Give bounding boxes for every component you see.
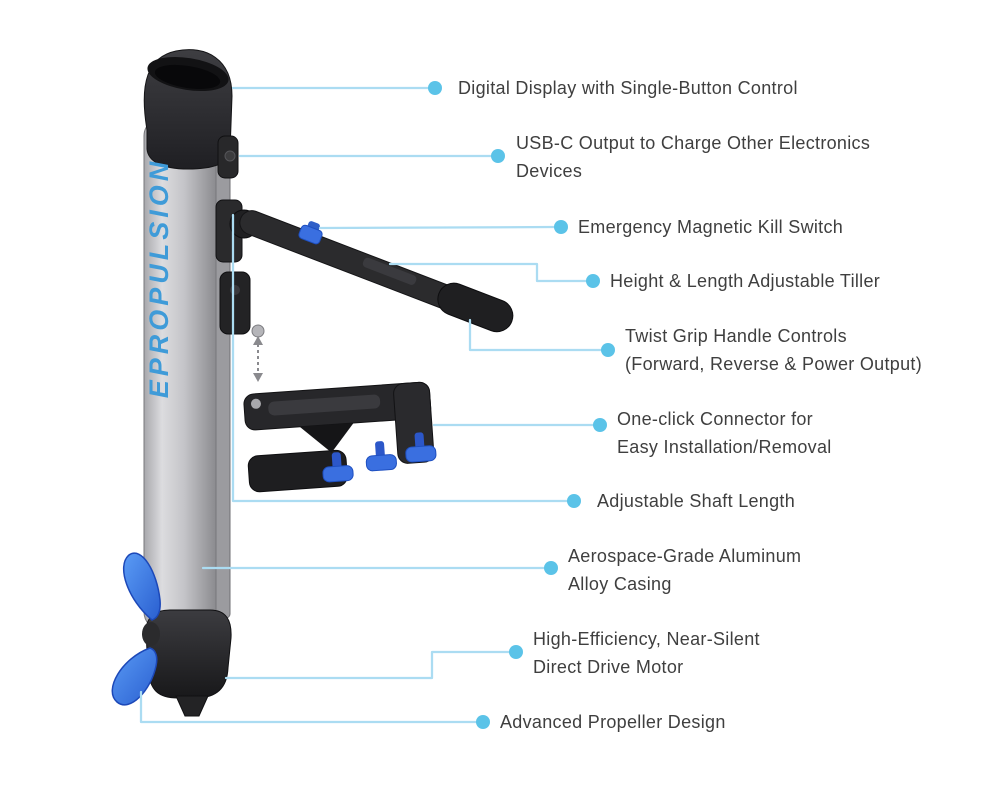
leader-propeller	[139, 690, 478, 724]
tiller-arm	[239, 210, 514, 333]
callout-dot-twist-grip	[601, 343, 615, 357]
callout-dot-digital-display	[428, 81, 442, 95]
kill-switch-knob	[298, 221, 323, 245]
propeller-part	[111, 552, 161, 706]
callout-line: Twist Grip Handle Controls	[625, 326, 847, 346]
callout-dot-kill-switch	[554, 220, 568, 234]
callout-line: High-Efficiency, Near-Silent	[533, 629, 760, 649]
callout-label-shaft-length: Adjustable Shaft Length	[597, 487, 795, 515]
one-click-connector-part	[219, 271, 265, 338]
callout-line: Adjustable Shaft Length	[597, 491, 796, 511]
motor-pod	[145, 609, 232, 717]
callout-dot-aluminum-casing	[544, 561, 558, 575]
callout-line: USB-C Output to Charge Other Electronics	[516, 133, 871, 153]
leader-shaft-length	[231, 213, 569, 503]
callout-label-aluminum-casing: Aerospace-Grade Aluminum Alloy Casing	[568, 542, 801, 598]
callout-dot-one-click-connector	[593, 418, 607, 432]
callout-line: Height & Length Adjustable Tiller	[610, 271, 881, 291]
motor-shaft	[143, 117, 231, 631]
callout-dot-usb-c-output	[491, 149, 505, 163]
leader-adjustable-tiller	[388, 262, 588, 283]
clamp-knob-right	[405, 432, 437, 463]
callout-line: Advanced Propeller Design	[500, 712, 726, 732]
clamp-knob-mid	[365, 441, 397, 472]
clamp-knob-left	[322, 452, 354, 483]
callout-label-kill-switch: Emergency Magnetic Kill Switch	[578, 213, 843, 241]
callout-label-digital-display: Digital Display with Single-Button Contr…	[458, 74, 798, 102]
callout-line: (Forward, Reverse & Power Output)	[625, 354, 922, 374]
callout-label-propeller: Advanced Propeller Design	[500, 708, 726, 736]
callout-line: Digital Display with Single-Button Contr…	[458, 78, 798, 98]
motor-head	[143, 49, 233, 170]
callout-line: Devices	[516, 161, 583, 181]
usb-port	[217, 135, 239, 179]
callout-dot-shaft-length	[567, 494, 581, 508]
callout-line: Alloy Casing	[568, 574, 672, 594]
leader-lines	[139, 86, 603, 724]
slide-arrow	[253, 336, 263, 382]
transom-clamp	[243, 381, 437, 493]
callout-dot-propeller	[476, 715, 490, 729]
callout-line: Emergency Magnetic Kill Switch	[578, 217, 844, 237]
callout-line: Easy Installation/Removal	[617, 437, 832, 457]
leader-twist-grip	[468, 318, 603, 352]
callout-label-drive-motor: High-Efficiency, Near-Silent Direct Driv…	[533, 625, 760, 681]
callout-label-usb-c-output: USB-C Output to Charge Other Electronics…	[516, 129, 870, 185]
callout-label-twist-grip: Twist Grip Handle Controls (Forward, Rev…	[625, 322, 922, 378]
callout-line: One-click Connector for	[617, 409, 813, 429]
leader-kill-switch	[318, 225, 556, 230]
callout-dot-adjustable-tiller	[586, 274, 600, 288]
callout-line: Aerospace-Grade Aluminum	[568, 546, 802, 566]
callout-dot-drive-motor	[509, 645, 523, 659]
brand-text: EPROPULSION	[144, 158, 174, 399]
leader-drive-motor	[224, 650, 511, 680]
callout-line: Direct Drive Motor	[533, 657, 684, 677]
callout-label-one-click-connector: One-click Connector for Easy Installatio…	[617, 405, 832, 461]
callout-label-adjustable-tiller: Height & Length Adjustable Tiller	[610, 267, 880, 295]
